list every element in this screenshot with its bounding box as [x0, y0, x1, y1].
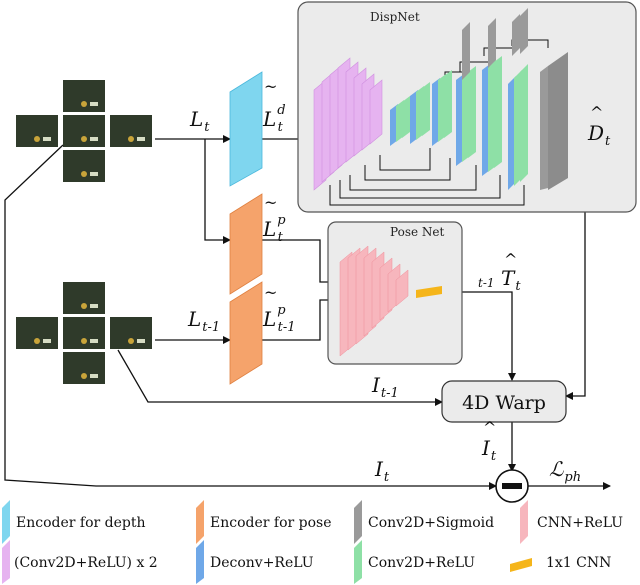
label-Dhat: Dt	[587, 121, 611, 149]
posenet-title: Pose Net	[390, 225, 444, 239]
edge-grid-to-pose-encoder	[204, 139, 231, 244]
label-Ihat: It	[481, 436, 497, 464]
legend: Encoder for depth Encoder for pose Conv2…	[2, 500, 623, 584]
legend-swatch-1x1-cnn	[510, 558, 532, 572]
label-Ltilde-p-tilde: ~	[264, 193, 277, 212]
pose-encoder-t	[229, 193, 263, 295]
legend-label-conv-relu: Conv2D+ReLU	[368, 555, 475, 571]
legend-swatch-conv-relu	[354, 540, 362, 584]
legend-label-cnn-relu: CNN+ReLU	[537, 515, 623, 531]
legend-swatch-encoder-depth	[2, 500, 10, 544]
legend-label-conv-relu-x2: (Conv2D+ReLU) x 2	[14, 555, 158, 571]
label-Ihat-hat: ^	[483, 418, 496, 437]
label-Ltm1: Lt-1	[187, 307, 220, 335]
legend-swatch-encoder-pose	[196, 500, 204, 544]
connection-lines	[4, 129, 611, 490]
label-Ltilde-p2-tilde: ~	[264, 283, 277, 302]
legend-swatch-conv-relu-x2	[2, 540, 10, 584]
loss-node	[495, 469, 529, 503]
legend-label-encoder-pose: Encoder for pose	[210, 515, 332, 531]
dispnet-decoder-layers	[390, 56, 528, 190]
depth-encoder	[229, 71, 263, 187]
dispnet-sigmoid-layers	[462, 8, 568, 190]
legend-label-1x1-cnn: 1x1 CNN	[546, 555, 611, 571]
posenet-box: Pose Net	[327, 221, 463, 365]
edge-posenet-to-warp	[442, 291, 516, 381]
label-loss: ℒph	[549, 457, 581, 485]
legend-swatch-cnn-relu	[520, 500, 528, 544]
label-Itm1: It-1	[371, 373, 399, 401]
warp-box: 4D Warp	[441, 380, 567, 423]
posenet-layers	[339, 245, 442, 357]
label-Lt: Lt	[189, 107, 210, 135]
edge-grid2-to-warp	[117, 349, 443, 406]
dispnet-encoder-layers	[313, 57, 383, 191]
label-That-hat: ^	[504, 250, 517, 269]
edge-grid-to-loss	[4, 144, 497, 490]
legend-label-deconv-relu: Deconv+ReLU	[210, 555, 314, 571]
label-Dhat-hat: ^	[590, 103, 603, 122]
posenet-1x1-cnn	[416, 286, 442, 298]
light-field-grid-top	[16, 80, 152, 182]
legend-label-encoder-depth: Encoder for depth	[16, 515, 146, 531]
label-That: Tt	[501, 266, 521, 294]
dispnet-box: DispNet	[297, 1, 637, 213]
label-T-pre: t-1	[478, 276, 495, 290]
dispnet-title: DispNet	[370, 10, 420, 24]
legend-label-conv-sigmoid: Conv2D+Sigmoid	[368, 515, 494, 531]
label-It: It	[374, 457, 390, 485]
light-field-grid-bottom	[16, 282, 152, 384]
warp-label: 4D Warp	[462, 392, 546, 414]
legend-swatch-deconv-relu	[196, 540, 204, 584]
pose-encoder-tm1	[229, 281, 263, 385]
label-Ltilde-d-tilde: ~	[264, 77, 277, 96]
legend-swatch-conv-sigmoid	[354, 500, 362, 544]
